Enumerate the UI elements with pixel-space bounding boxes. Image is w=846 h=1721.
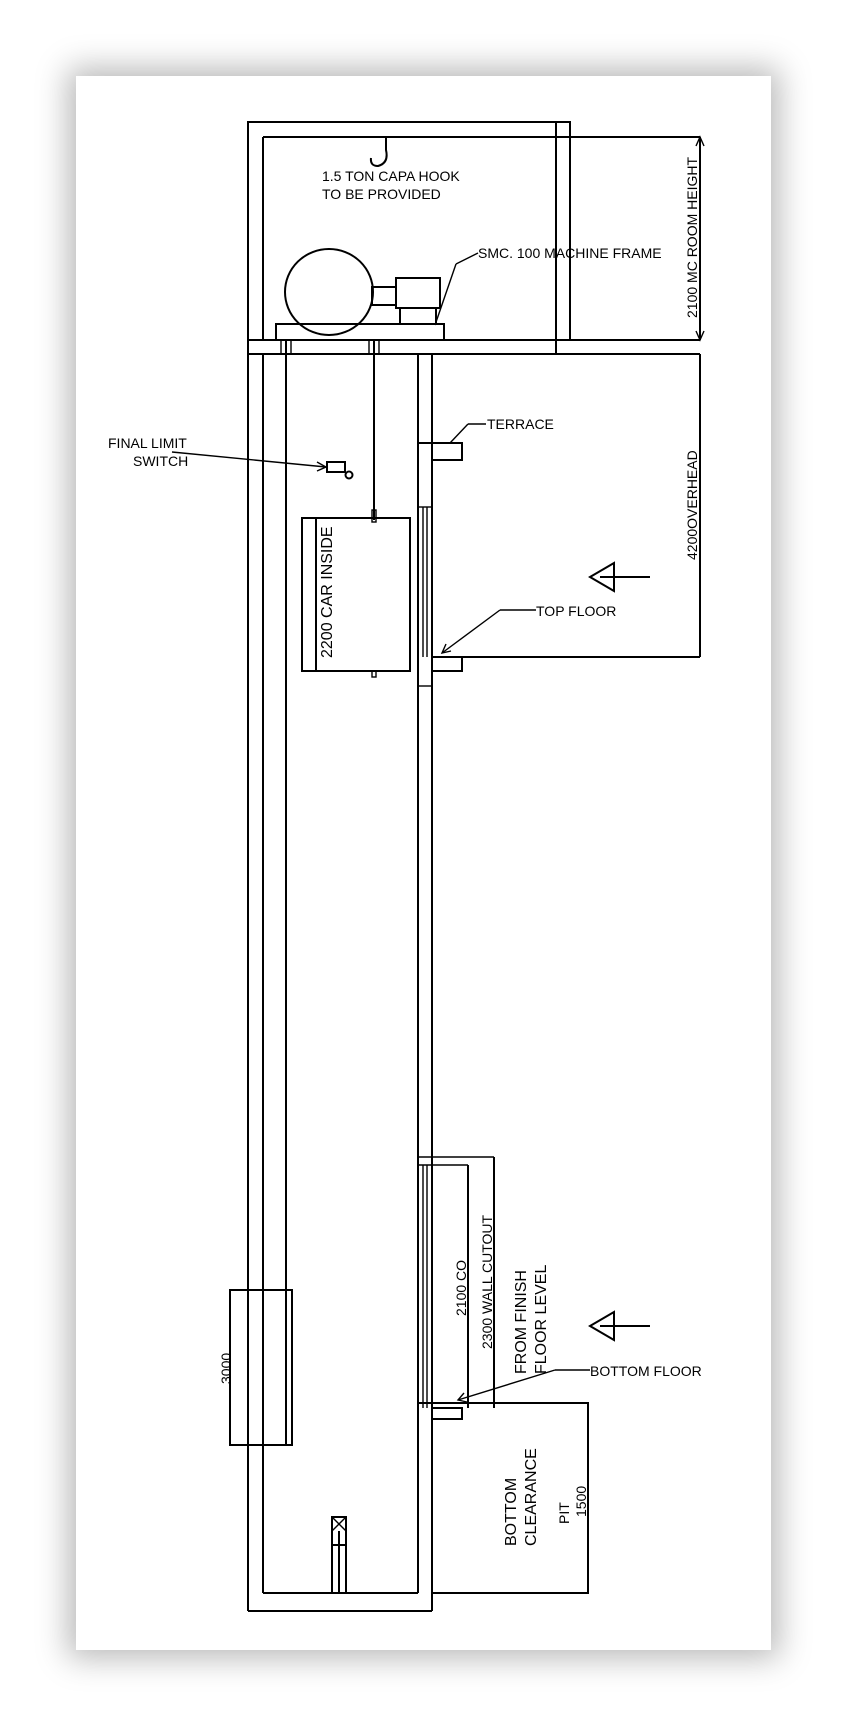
hook-icon bbox=[369, 137, 388, 168]
bottom-clearance-label-line1: BOTTOM bbox=[503, 1478, 520, 1546]
pit-label: PIT bbox=[556, 1502, 572, 1524]
hoistway-walls bbox=[247, 340, 433, 1612]
counterweight bbox=[229, 1289, 293, 1446]
bottom-landing-door bbox=[418, 1156, 495, 1408]
final-limit-label-line1: FINAL LIMIT bbox=[108, 435, 187, 451]
door-co-label: 2100 CO bbox=[453, 1260, 469, 1316]
pit-buffer-icon bbox=[331, 1516, 347, 1593]
top-landing-door bbox=[418, 506, 432, 657]
hook-label-line1: 1.5 TON CAPA HOOK bbox=[322, 168, 460, 184]
wall-cutout-label: 2300 WALL CUTOUT bbox=[479, 1214, 495, 1349]
counterweight-label: 3000 bbox=[218, 1353, 234, 1384]
machine-frame bbox=[275, 248, 479, 341]
terrace-label: TERRACE bbox=[487, 416, 554, 432]
bottom-section-arrow-icon bbox=[588, 1310, 650, 1342]
bottom-floor-label: BOTTOM FLOOR bbox=[590, 1363, 702, 1379]
terrace-slab bbox=[418, 423, 486, 461]
machine-frame-label: SMC. 100 MACHINE FRAME bbox=[478, 245, 662, 261]
overhead-label: 4200OVERHEAD bbox=[684, 450, 700, 560]
top-floor-label: TOP FLOOR bbox=[536, 603, 616, 619]
top-floor-slab bbox=[418, 609, 700, 687]
elevator-car bbox=[301, 509, 411, 678]
mc-room-height-label: 2100 MC ROOM HEIGHT bbox=[684, 157, 700, 318]
mc-room-height-dimension bbox=[695, 135, 705, 342]
final-limit-label-line2: SWITCH bbox=[133, 453, 188, 469]
final-limit-switch bbox=[171, 451, 354, 480]
machine-room bbox=[247, 121, 700, 355]
pit-depth-label: 1500 bbox=[573, 1486, 589, 1517]
bottom-floor-slab bbox=[418, 1369, 590, 1594]
bottom-clearance-label-line2: CLEARANCE bbox=[523, 1448, 540, 1546]
hook-label-line2: TO BE PROVIDED bbox=[322, 186, 441, 202]
overhead-dimension bbox=[432, 353, 701, 657]
ffl-label-line2: FLOOR LEVEL bbox=[533, 1265, 550, 1374]
top-section-arrow-icon bbox=[588, 561, 650, 593]
car-inside-label: 2200 CAR INSIDE bbox=[319, 526, 336, 658]
ffl-label-line1: FROM FINISH bbox=[513, 1270, 530, 1374]
